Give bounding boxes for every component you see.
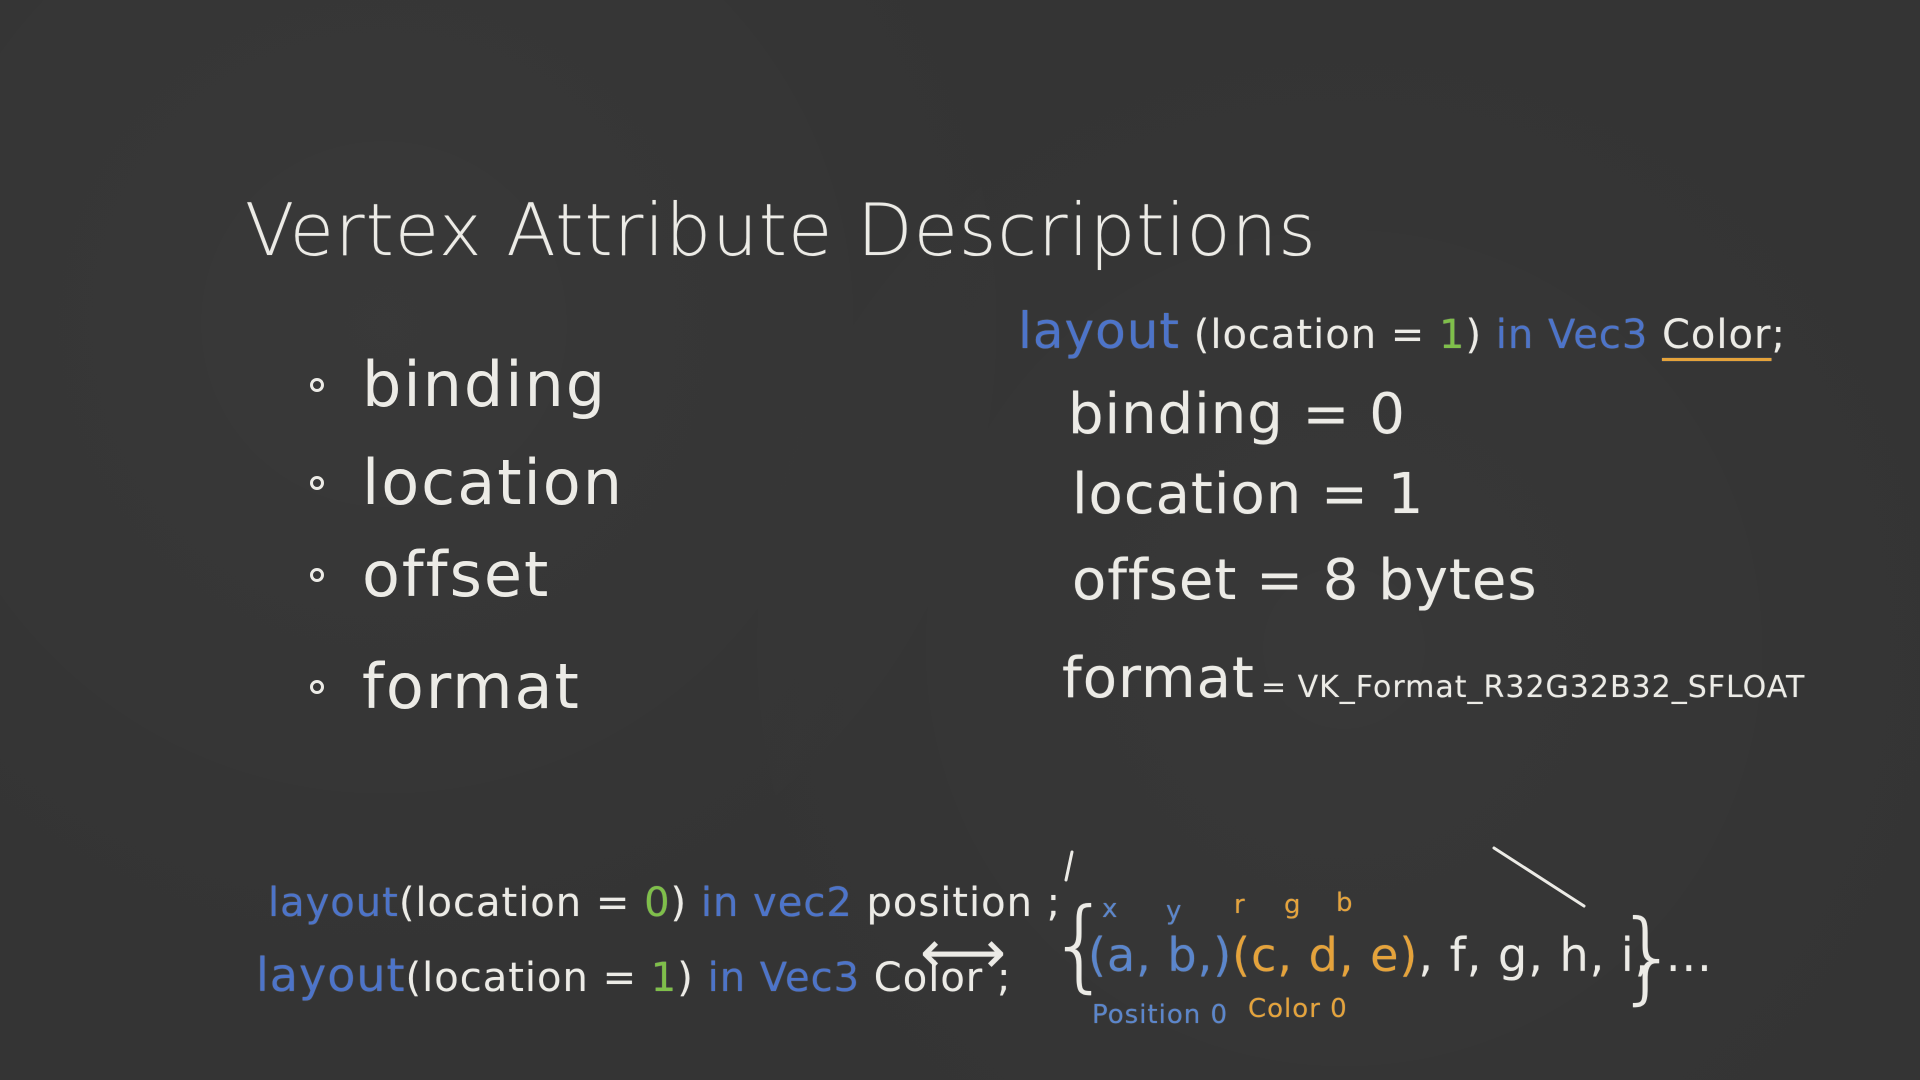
location-number: 1 [650,955,678,1001]
location-close: ) [670,880,688,926]
b-label: b [1336,888,1354,918]
in-type: in vec2 [700,880,853,926]
bullet-format: format [310,650,581,723]
buffer-rest: , f, g, h, i, ... [1418,928,1713,982]
layout-keyword: layout [268,880,399,926]
location-close: ) [677,955,694,1001]
bullet-text: format [362,650,581,723]
format-value: = VK_Format_R32G32B32_SFLOAT [1260,670,1806,705]
close-brace: } [1616,898,1681,1015]
double-arrow-icon: ⟷ [920,918,1008,988]
position-label: Position 0 [1092,1000,1229,1030]
r-label: r [1234,890,1246,920]
bullet-dot-icon [310,377,324,392]
attribute-name: Color [1662,312,1772,358]
bullet-dot-icon [310,475,324,490]
bottom-layout-line-1: layout(location = 0) in vec2 position ; [268,880,1061,926]
bullet-binding: binding [310,348,607,421]
bullet-text: binding [362,348,608,421]
bullet-text: offset [362,538,551,611]
layout-keyword: layout [256,948,406,1002]
semicolon: ; [1771,312,1786,358]
format-label: format [1062,646,1255,711]
location-number: 0 [644,880,671,926]
open-brace: { [1048,886,1113,1003]
tick-stroke [1492,846,1586,908]
x-label: x [1102,894,1119,924]
top-layout-line: layout (location = 1) in Vec3 Color; [1018,302,1786,360]
bullet-dot-icon [310,679,324,694]
bullet-text: location [362,446,625,519]
attribute-name: position ; [866,880,1062,926]
detail-location: location = 1 [1072,462,1425,527]
layout-keyword: layout [1018,302,1181,360]
location-open: (location = [405,955,651,1001]
in-type: in Vec3 [707,955,861,1001]
location-close: ) [1465,312,1483,358]
bullet-dot-icon [310,567,324,582]
page-title: Vertex Attribute Descriptions [245,188,1317,272]
bottom-layout-line-2: layout(location = 1) in Vec3 Color ; [256,948,1011,1002]
attribute-name: Color ; [873,955,1012,1001]
detail-binding: binding = 0 [1068,382,1406,447]
position-group: (a, b,) [1088,928,1233,982]
in-type: in Vec3 [1495,312,1649,358]
buffer-row: (a, b,)(c, d, e), f, g, h, i, ... [1088,928,1713,982]
location-open: (location = [398,880,645,926]
g-label: g [1284,890,1302,920]
bullet-offset: offset [310,538,550,611]
location-number: 1 [1439,312,1466,358]
color-label: Color 0 [1248,994,1348,1024]
y-label: y [1166,896,1183,926]
location-open: (location = [1193,312,1439,358]
detail-format: format = VK_Format_R32G32B32_SFLOAT [1062,646,1805,711]
tick-stroke [1064,850,1074,882]
bullet-location: location [310,446,624,519]
color-group: (c, d, e) [1232,928,1419,982]
detail-offset: offset = 8 bytes [1072,548,1538,613]
